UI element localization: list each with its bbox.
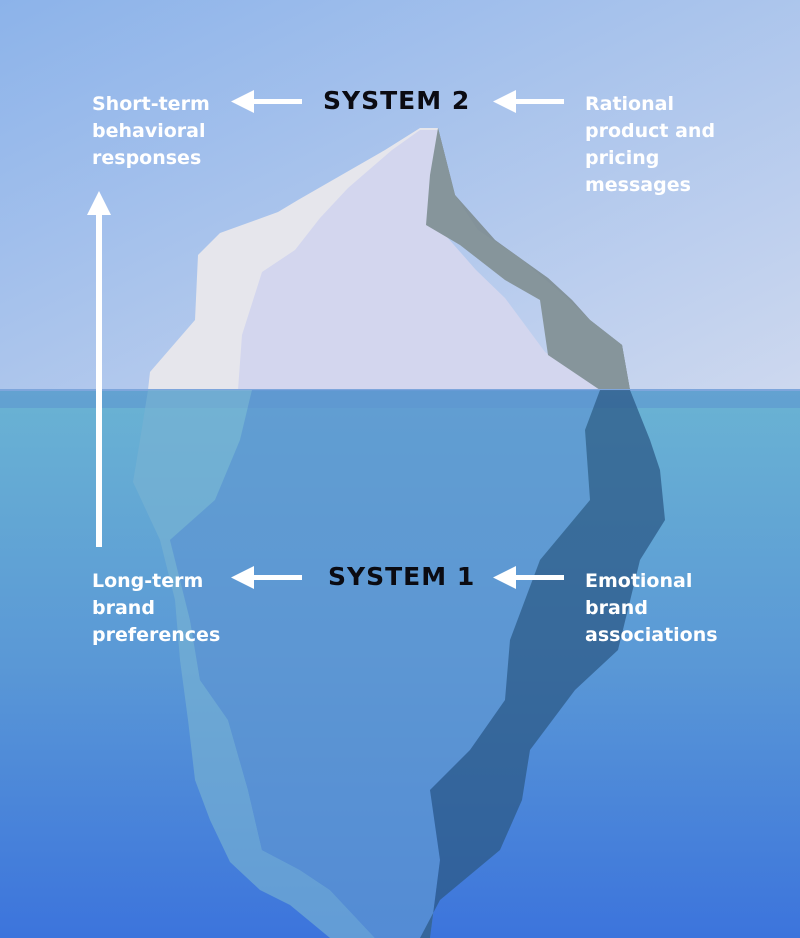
label-line: Long-term: [92, 570, 204, 592]
iceberg-underwater: [133, 390, 665, 938]
label-line: behavioral: [92, 120, 206, 142]
arrow-system2-right: [493, 90, 564, 113]
arrow-vertical-up: [87, 191, 111, 547]
arrows: [87, 90, 564, 589]
arrow-system1-right: [493, 566, 564, 589]
label-line: associations: [585, 624, 718, 646]
arrow-system2-left: [231, 90, 302, 113]
label-line: pricing: [585, 147, 660, 169]
label-line: messages: [585, 174, 691, 196]
iceberg-tip: [148, 128, 630, 390]
system1-left-label: Long-term brand preferences: [92, 568, 220, 649]
label-line: Rational: [585, 93, 674, 115]
label-line: Short-term: [92, 93, 210, 115]
system1-right-label: Emotional brand associations: [585, 568, 718, 649]
label-line: Emotional: [585, 570, 693, 592]
system1-title: SYSTEM 1: [328, 562, 476, 591]
label-line: brand: [585, 597, 648, 619]
label-line: brand: [92, 597, 155, 619]
label-line: responses: [92, 147, 202, 169]
system2-right-label: Rational product and pricing messages: [585, 91, 715, 199]
system2-title: SYSTEM 2: [323, 86, 471, 115]
arrow-system1-left: [231, 566, 302, 589]
system2-left-label: Short-term behavioral responses: [92, 91, 210, 172]
label-line: product and: [585, 120, 716, 142]
label-line: preferences: [92, 624, 221, 646]
